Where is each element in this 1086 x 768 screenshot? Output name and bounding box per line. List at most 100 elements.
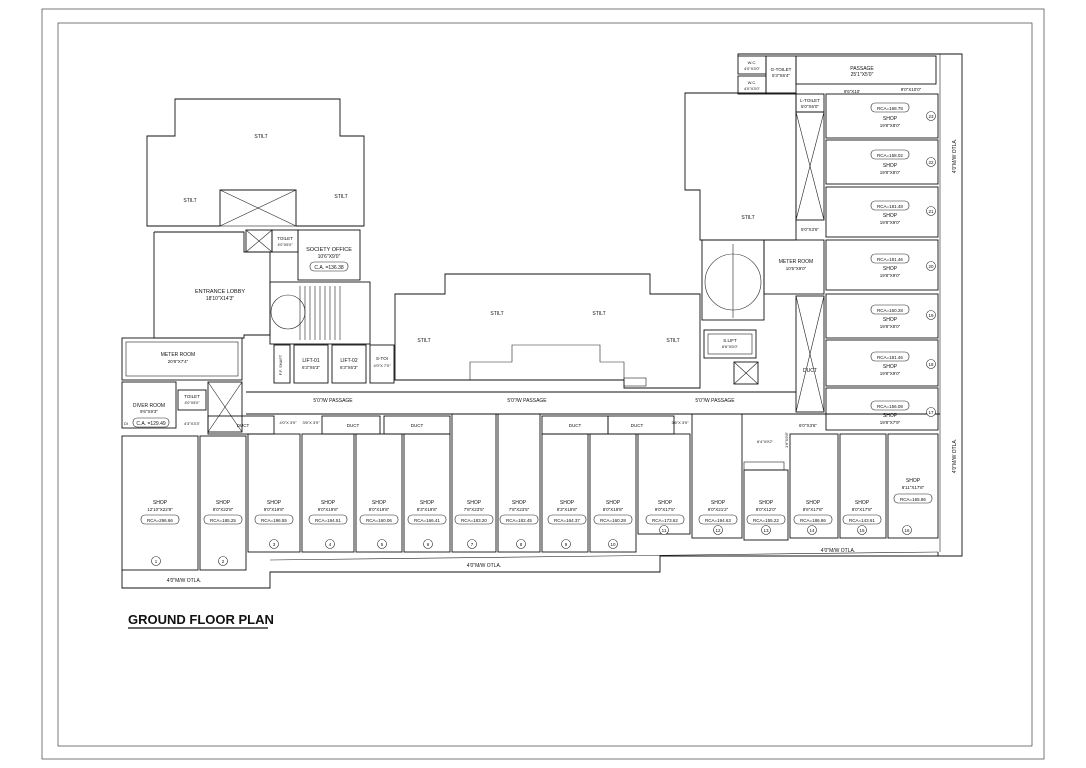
svg-text:DUCT: DUCT (347, 423, 360, 428)
wc2-size: 4'0"X3'0" (744, 86, 761, 91)
outer-boundary-bottom (121, 555, 938, 589)
dim-9-6x10: 9'6"X10' (844, 89, 860, 94)
passage-top-box (795, 55, 937, 85)
wc2-box (737, 75, 767, 95)
meter-room-left-box (121, 337, 243, 381)
plan-title: GROUND FLOOR PLAN (128, 612, 274, 627)
society-office-room (297, 229, 361, 281)
stilt-label-3: STILT (334, 194, 347, 200)
svg-text:RCA=181.46: RCA=181.46 (877, 355, 903, 360)
l-toilet-box (795, 93, 825, 113)
driver-room-size: 9'6"X9'3" (140, 409, 158, 414)
svg-text:SHOP: SHOP (883, 213, 898, 219)
di-label: DI (124, 421, 128, 426)
otla-label-right-top: 4'0"M/W OTLA. (952, 139, 958, 173)
dim-6-4x9-2: 6'4"X9'2" (757, 439, 774, 444)
meter-room-right-size: 10'6"X9'0" (786, 266, 807, 271)
svg-text:23: 23 (928, 114, 934, 119)
svg-text:19'8"X9'0": 19'8"X9'0" (880, 273, 901, 278)
svg-text:RCA=185.25: RCA=185.25 (210, 518, 236, 523)
small-room-size: 4'3"X3'3" (184, 421, 201, 426)
svg-text:7'8"X23'5": 7'8"X23'5" (509, 507, 530, 512)
dim-6x3-6: 6'0"X3'6" (799, 423, 817, 428)
dim-9-0x10: 9'0"X10'0" (901, 87, 922, 92)
ff-shaft-label: F.F. SHAFT (278, 354, 283, 375)
lift-02-size: 6'3"X6'3" (340, 365, 358, 370)
dim-4x3-9: 4'0"X 3'9" (279, 420, 297, 425)
svg-text:RCA=168.78: RCA=168.78 (877, 106, 903, 111)
svg-text:22: 22 (928, 160, 934, 165)
right-shop-boxes (825, 93, 939, 431)
svg-text:8'0"X22'8": 8'0"X22'8" (213, 507, 234, 512)
stilt-label-center-1: STILT (490, 311, 503, 317)
svg-text:8'3"X19'8": 8'3"X19'8" (417, 507, 438, 512)
otla-label-bottom-3: 4'0"M/W OTLA. (821, 548, 855, 554)
stilt-label-2: STILT (183, 198, 196, 204)
svg-text:SHOP: SHOP (153, 500, 168, 506)
society-office-size: 10'6"X9'0" (318, 254, 341, 260)
dim-5x3-6: 5'0"X3'6" (801, 227, 819, 232)
passage-label-1: 5'0"/W PASSAGE (313, 398, 353, 404)
duct-left-box (207, 381, 243, 433)
svg-text:RCA=158.02: RCA=158.02 (877, 153, 903, 158)
svg-text:SHOP: SHOP (759, 500, 774, 506)
s-toilet-box (369, 344, 395, 384)
svg-text:21: 21 (928, 209, 934, 214)
svg-text:RCA=181.48: RCA=181.48 (877, 204, 903, 209)
svg-text:16: 16 (904, 528, 910, 533)
svg-text:RCA=173.62: RCA=173.62 (652, 518, 678, 523)
stilt-label-right-2: STILT (741, 215, 754, 221)
svg-text:SHOP: SHOP (883, 266, 898, 272)
toilet-driver-box (177, 389, 207, 411)
lift-01-box (293, 344, 329, 384)
wc1-name: W.C. (748, 60, 757, 65)
svg-text:10: 10 (610, 542, 616, 547)
stilt-label-1: STILT (254, 134, 267, 140)
svg-text:SHOP: SHOP (883, 413, 898, 419)
svg-text:2: 2 (222, 559, 225, 564)
s-lift-name: S.LIFT (723, 338, 737, 343)
lift-01-name: LIFT-01 (302, 358, 319, 364)
lift-box-small-a (245, 229, 273, 253)
stilt-label-center-2: STILT (592, 311, 605, 317)
svg-text:SHOP: SHOP (883, 364, 898, 370)
svg-text:4: 4 (329, 542, 332, 547)
meter-room-left-size: 20'8"X7'4" (168, 359, 189, 364)
duct-right-label: DUCT (803, 368, 817, 374)
lift-02-name: LIFT-02 (340, 358, 357, 364)
svg-text:18: 18 (928, 362, 934, 367)
dim-3-6x3-9b: 3'6"X 3'9" (671, 420, 689, 425)
driver-room-area: C.A. =129.49 (136, 421, 166, 427)
svg-text:20: 20 (928, 264, 934, 269)
svg-text:8'11"X17'8": 8'11"X17'8" (902, 485, 925, 490)
toilet-office-room (271, 229, 299, 253)
svg-text:8'0"X12'0": 8'0"X12'0" (756, 507, 777, 512)
wc1-box (737, 55, 767, 75)
svg-text:RCA=155.22: RCA=155.22 (753, 518, 779, 523)
svg-text:8'3"X19'8": 8'3"X19'8" (557, 507, 578, 512)
svg-text:SHOP: SHOP (216, 500, 231, 506)
svg-text:1: 1 (155, 559, 158, 564)
duct-box-right-small (733, 361, 759, 385)
svg-text:RCA=194.51: RCA=194.51 (315, 518, 341, 523)
svg-text:SHOP: SHOP (711, 500, 726, 506)
society-office-area-pill (309, 261, 349, 272)
passage-top-size: 25'1"X5'0" (851, 72, 874, 78)
svg-text:19'8"X7'9": 19'8"X7'9" (880, 420, 901, 425)
svg-text:12'10"X22'8": 12'10"X22'8" (147, 507, 173, 512)
svg-text:RCA=160.28: RCA=160.28 (600, 518, 626, 523)
svg-text:DUCT: DUCT (569, 423, 582, 428)
toilet-driver-name: TOILET (184, 394, 200, 399)
otla-label-right-bottom: 4'0"M/W OTLA. (952, 439, 958, 473)
society-office-name: SOCIETY OFFICE (306, 247, 352, 253)
toilet-office-size: 4'0"X5'0" (277, 243, 293, 247)
driver-room-area-pill (132, 417, 170, 428)
meter-room-right-box (763, 239, 825, 295)
svg-text:8'0"X17'8": 8'0"X17'8" (852, 507, 873, 512)
duct-shaft-right-mid (795, 295, 825, 413)
stilt-label-center-4: STILT (666, 338, 679, 344)
svg-text:SHOP: SHOP (467, 500, 482, 506)
outer-boundary-right (737, 53, 963, 557)
svg-text:SHOP: SHOP (883, 163, 898, 169)
